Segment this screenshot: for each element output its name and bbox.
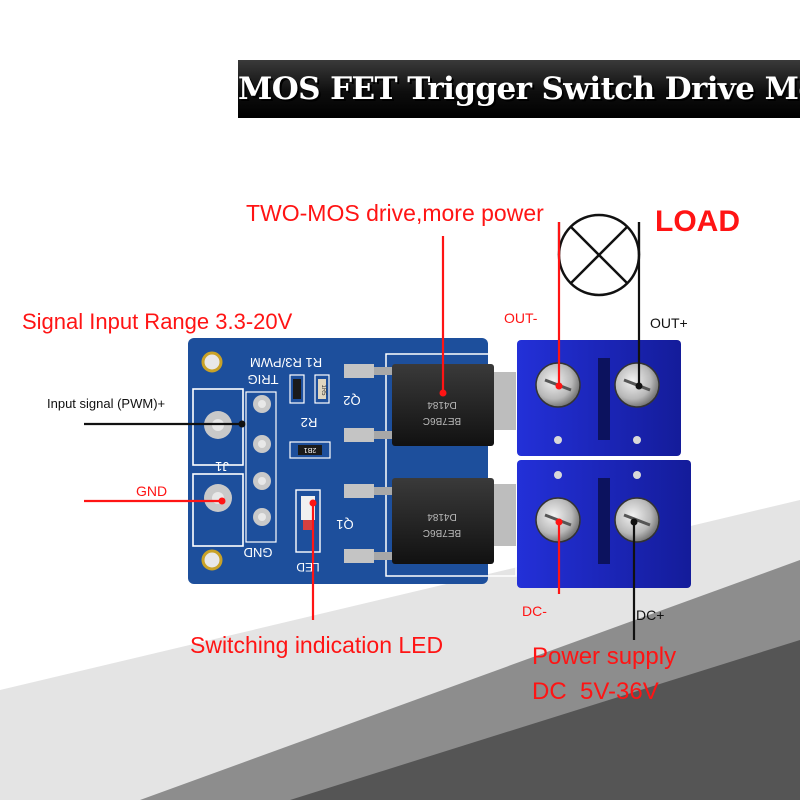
label-gnd: GND [136,483,168,499]
page-title: MOS FET Trigger Switch Drive Module [238,71,800,107]
title-banner: MOS FET Trigger Switch Drive Module [238,60,800,118]
terminal-block-dc [517,460,691,588]
silk-j1: J1 [215,459,229,474]
label-out-minus: OUT- [504,310,538,326]
annotation-lines [84,222,641,640]
silk-trig: TRIG [247,372,278,387]
mosfet-pins [344,364,516,563]
terminal-block-out [517,340,681,456]
silk-r1r3: R1 R3/PWM [250,355,322,370]
label-input-signal: Input signal (PWM)+ [47,396,166,411]
label-power-range: DC 5V-36V [532,678,659,705]
mosfet-q1 [392,478,494,564]
load-lamp-icon [557,213,641,297]
silk-q2: Q2 [343,393,360,408]
chip-q1-lot: BE7B6C [423,527,461,538]
mounting-hole-bottom [201,549,223,571]
chip-q1-code: D4184 [427,511,457,522]
label-power-supply: Power supply [532,643,677,670]
label-signal-range: Signal Input Range 3.3-20V [22,309,293,334]
pcb-board [188,338,517,584]
background-band-dark [290,640,800,800]
label-switch-led: Switching indication LED [190,632,444,658]
silk-c-code: 1R5 [320,384,326,396]
silk-r2: R2 [301,415,318,430]
mosfet-q2 [392,364,494,446]
label-out-plus: OUT+ [650,315,688,331]
chip-q2-lot: BE7B6C [423,415,461,426]
label-two-mos: TWO-MOS drive,more power [246,200,544,226]
label-dc-plus: DC+ [636,607,665,623]
chip-q2-code: D4184 [427,399,457,410]
silk-q1: Q1 [336,517,353,532]
label-dc-minus: DC- [522,603,547,619]
silk-gnd: GND [244,545,273,560]
mounting-hole-top [201,351,223,373]
label-load: LOAD [655,205,740,238]
pointer-dots [218,382,643,526]
silk-r-code: 2B1 [304,446,317,453]
silk-led: LED [296,560,320,574]
